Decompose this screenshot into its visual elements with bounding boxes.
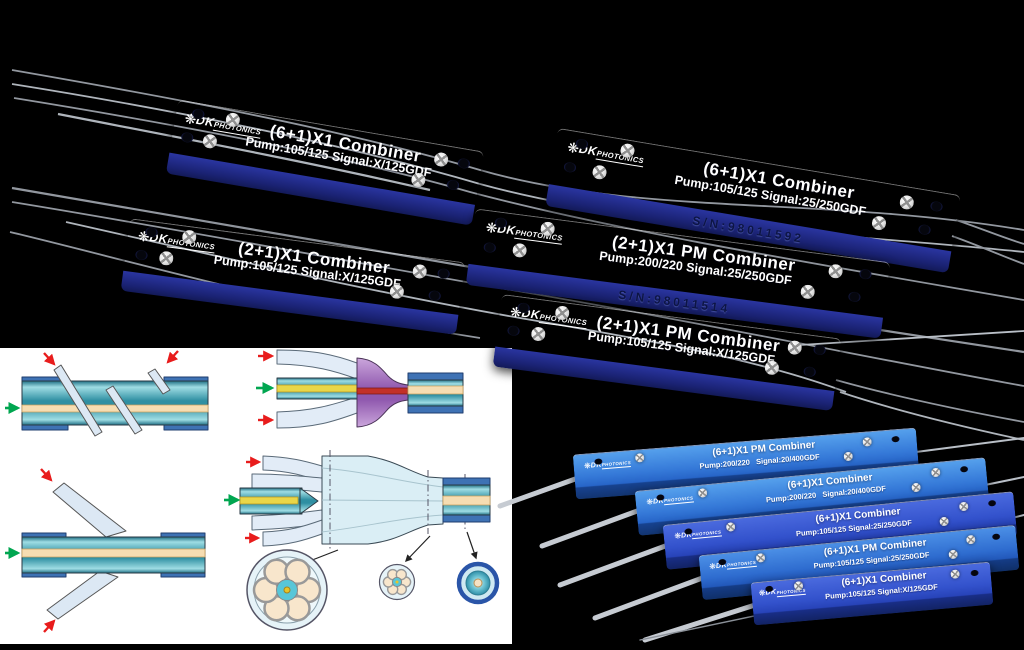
mounting-hole <box>656 493 665 501</box>
mounting-hole <box>847 291 861 303</box>
combiner-schematic-panel <box>0 348 512 644</box>
screw-icon <box>634 452 645 463</box>
screw-icon <box>843 451 853 462</box>
mounting-hole <box>482 241 496 253</box>
mounting-hole <box>563 161 577 174</box>
mounting-hole <box>970 569 979 576</box>
screw-icon <box>947 549 958 560</box>
mounting-hole <box>427 289 442 302</box>
screw-icon <box>591 164 608 181</box>
screw-icon <box>511 242 528 259</box>
screw-icon <box>939 516 950 527</box>
mounting-hole <box>180 131 195 144</box>
screw-icon <box>388 283 405 300</box>
screw-icon <box>911 482 922 493</box>
mounting-hole <box>507 325 521 337</box>
screw-icon <box>158 250 174 267</box>
mounting-hole <box>135 249 149 261</box>
screw-icon <box>965 534 976 545</box>
combiner-schematic-diagram <box>5 349 500 633</box>
mounting-hole <box>718 558 727 566</box>
mounting-hole <box>593 457 603 465</box>
screw-icon <box>763 359 780 376</box>
mounting-hole <box>684 527 693 535</box>
